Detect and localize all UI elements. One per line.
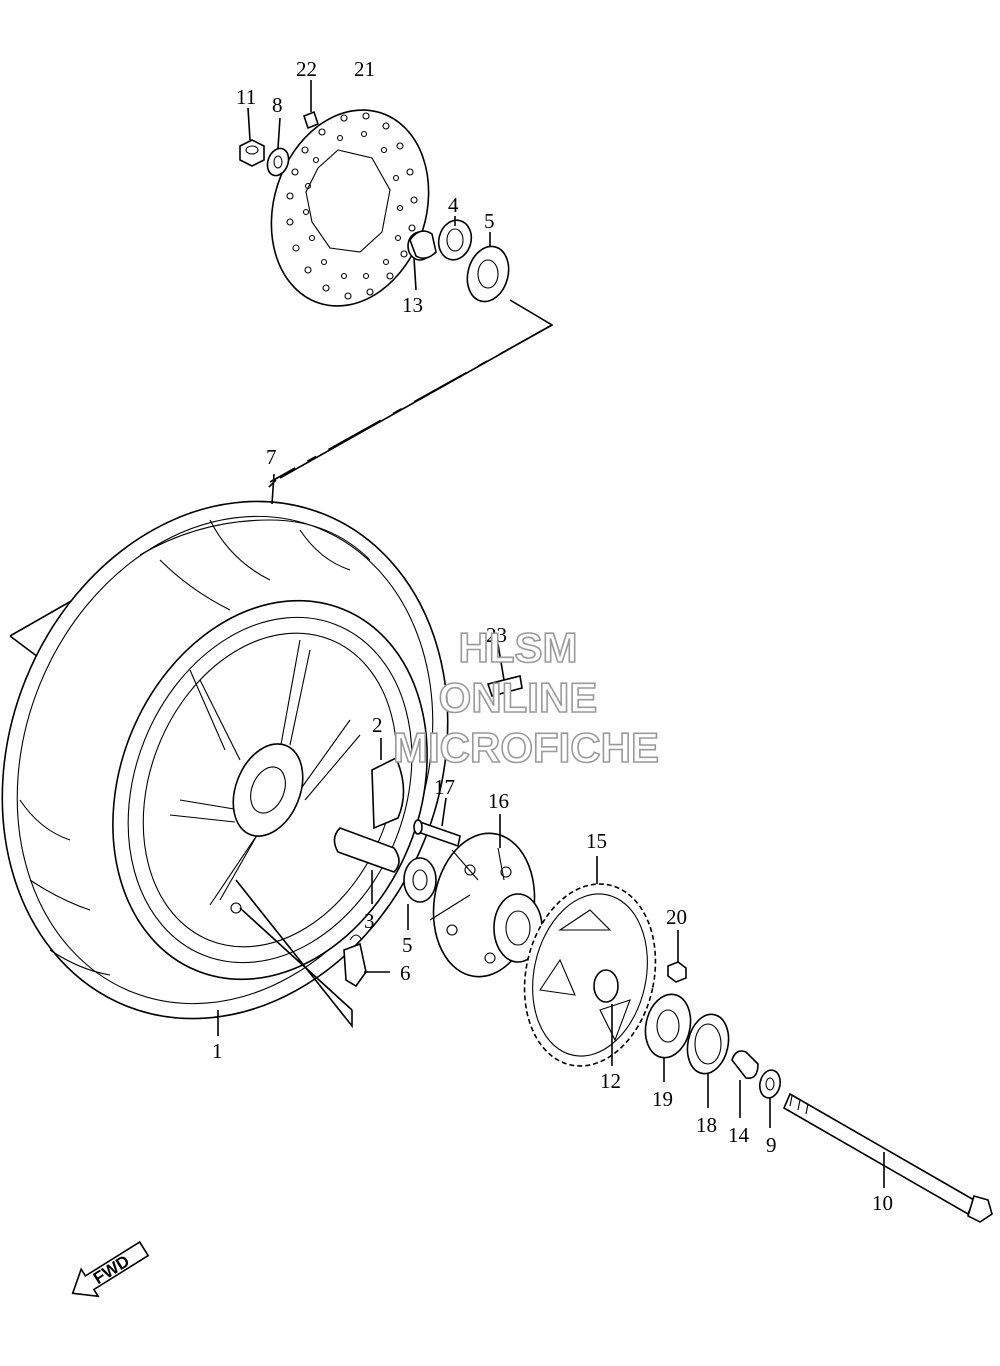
callout-20: 20	[666, 905, 687, 929]
callout-16: 16	[488, 789, 509, 813]
callout-15: 15	[586, 829, 607, 853]
callout-5b: 5	[402, 933, 413, 957]
callout-4: 4	[448, 193, 459, 217]
callout-2: 2	[372, 713, 383, 737]
callout-13: 13	[402, 293, 423, 317]
hub-bearings-bottom	[644, 993, 782, 1128]
rear-wheel	[1, 473, 449, 1036]
callout-1: 1	[212, 1039, 223, 1063]
callout-5: 5	[484, 209, 495, 233]
disc-bolt	[303, 80, 319, 130]
callout-21: 21	[354, 57, 375, 81]
callout-8: 8	[272, 93, 283, 117]
callout-11: 11	[236, 85, 256, 109]
callout-23: 23	[486, 623, 507, 647]
hub-inner-parts	[235, 738, 437, 1029]
forward-arrow-icon	[71, 1240, 150, 1298]
chain-guard-part	[486, 643, 523, 697]
callout-14: 14	[728, 1123, 750, 1147]
sprocket-nut	[667, 930, 687, 983]
callout-labels: 1 2 3 4 5 5 6 7 8 9 10 11 12 13 14 15 16…	[212, 57, 893, 1215]
watermark-line-1: HLSM	[459, 624, 578, 671]
callout-6: 6	[400, 961, 411, 985]
callout-7: 7	[266, 445, 277, 469]
forward-direction-badge: FWD	[71, 1240, 150, 1298]
callout-12: 12	[600, 1069, 621, 1093]
watermark-line-2: ONLINE	[439, 674, 598, 721]
callout-17: 17	[434, 775, 455, 799]
disc-nut-washer	[239, 107, 290, 177]
watermark-line-3: MICROFICHE	[393, 724, 659, 771]
watermark: HLSM ONLINE MICROFICHE	[392, 623, 660, 772]
callout-22: 22	[296, 57, 317, 81]
callout-10: 10	[872, 1191, 893, 1215]
rear-axle	[782, 1092, 993, 1223]
rear-sprocket	[523, 856, 657, 1067]
hub-bearings-top	[407, 216, 510, 303]
callout-3: 3	[364, 909, 375, 933]
callout-18: 18	[696, 1113, 717, 1137]
callout-19: 19	[652, 1087, 673, 1111]
brake-disc	[270, 109, 430, 307]
callout-9: 9	[766, 1133, 777, 1157]
